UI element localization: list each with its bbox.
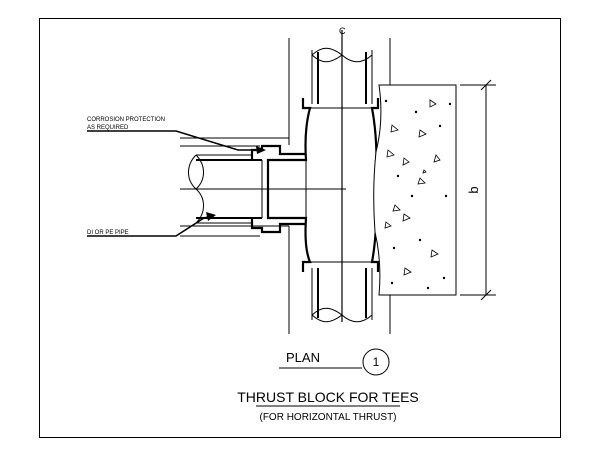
dimension-b <box>460 79 496 301</box>
view-tag <box>279 348 390 376</box>
view-number: 1 <box>373 355 380 369</box>
drawing-title: THRUST BLOCK FOR TEES <box>237 389 419 405</box>
trench-lines <box>180 38 391 334</box>
concrete-aggregate <box>384 99 452 290</box>
pipe-callout: DI OR PE PIPE <box>87 230 129 236</box>
centerline-mark: C <box>339 26 346 36</box>
drawing-subtitle: (FOR HORIZONTAL THRUST) <box>259 412 396 423</box>
corrosion-callout-line2: AS REQUIRED <box>87 125 129 131</box>
corrosion-leader-arrow <box>256 146 266 154</box>
dimension-label: b <box>466 186 481 193</box>
branch-pipe <box>180 154 346 224</box>
corrosion-callout-line1: CORROSION PROTECTION <box>87 117 165 123</box>
corrosion-leader <box>87 130 262 151</box>
view-label: PLAN <box>286 350 320 365</box>
tee-fitting <box>250 98 380 272</box>
pipe-leader-arrow <box>206 212 216 221</box>
thrust-block <box>373 84 457 296</box>
sheet-border <box>39 18 561 438</box>
